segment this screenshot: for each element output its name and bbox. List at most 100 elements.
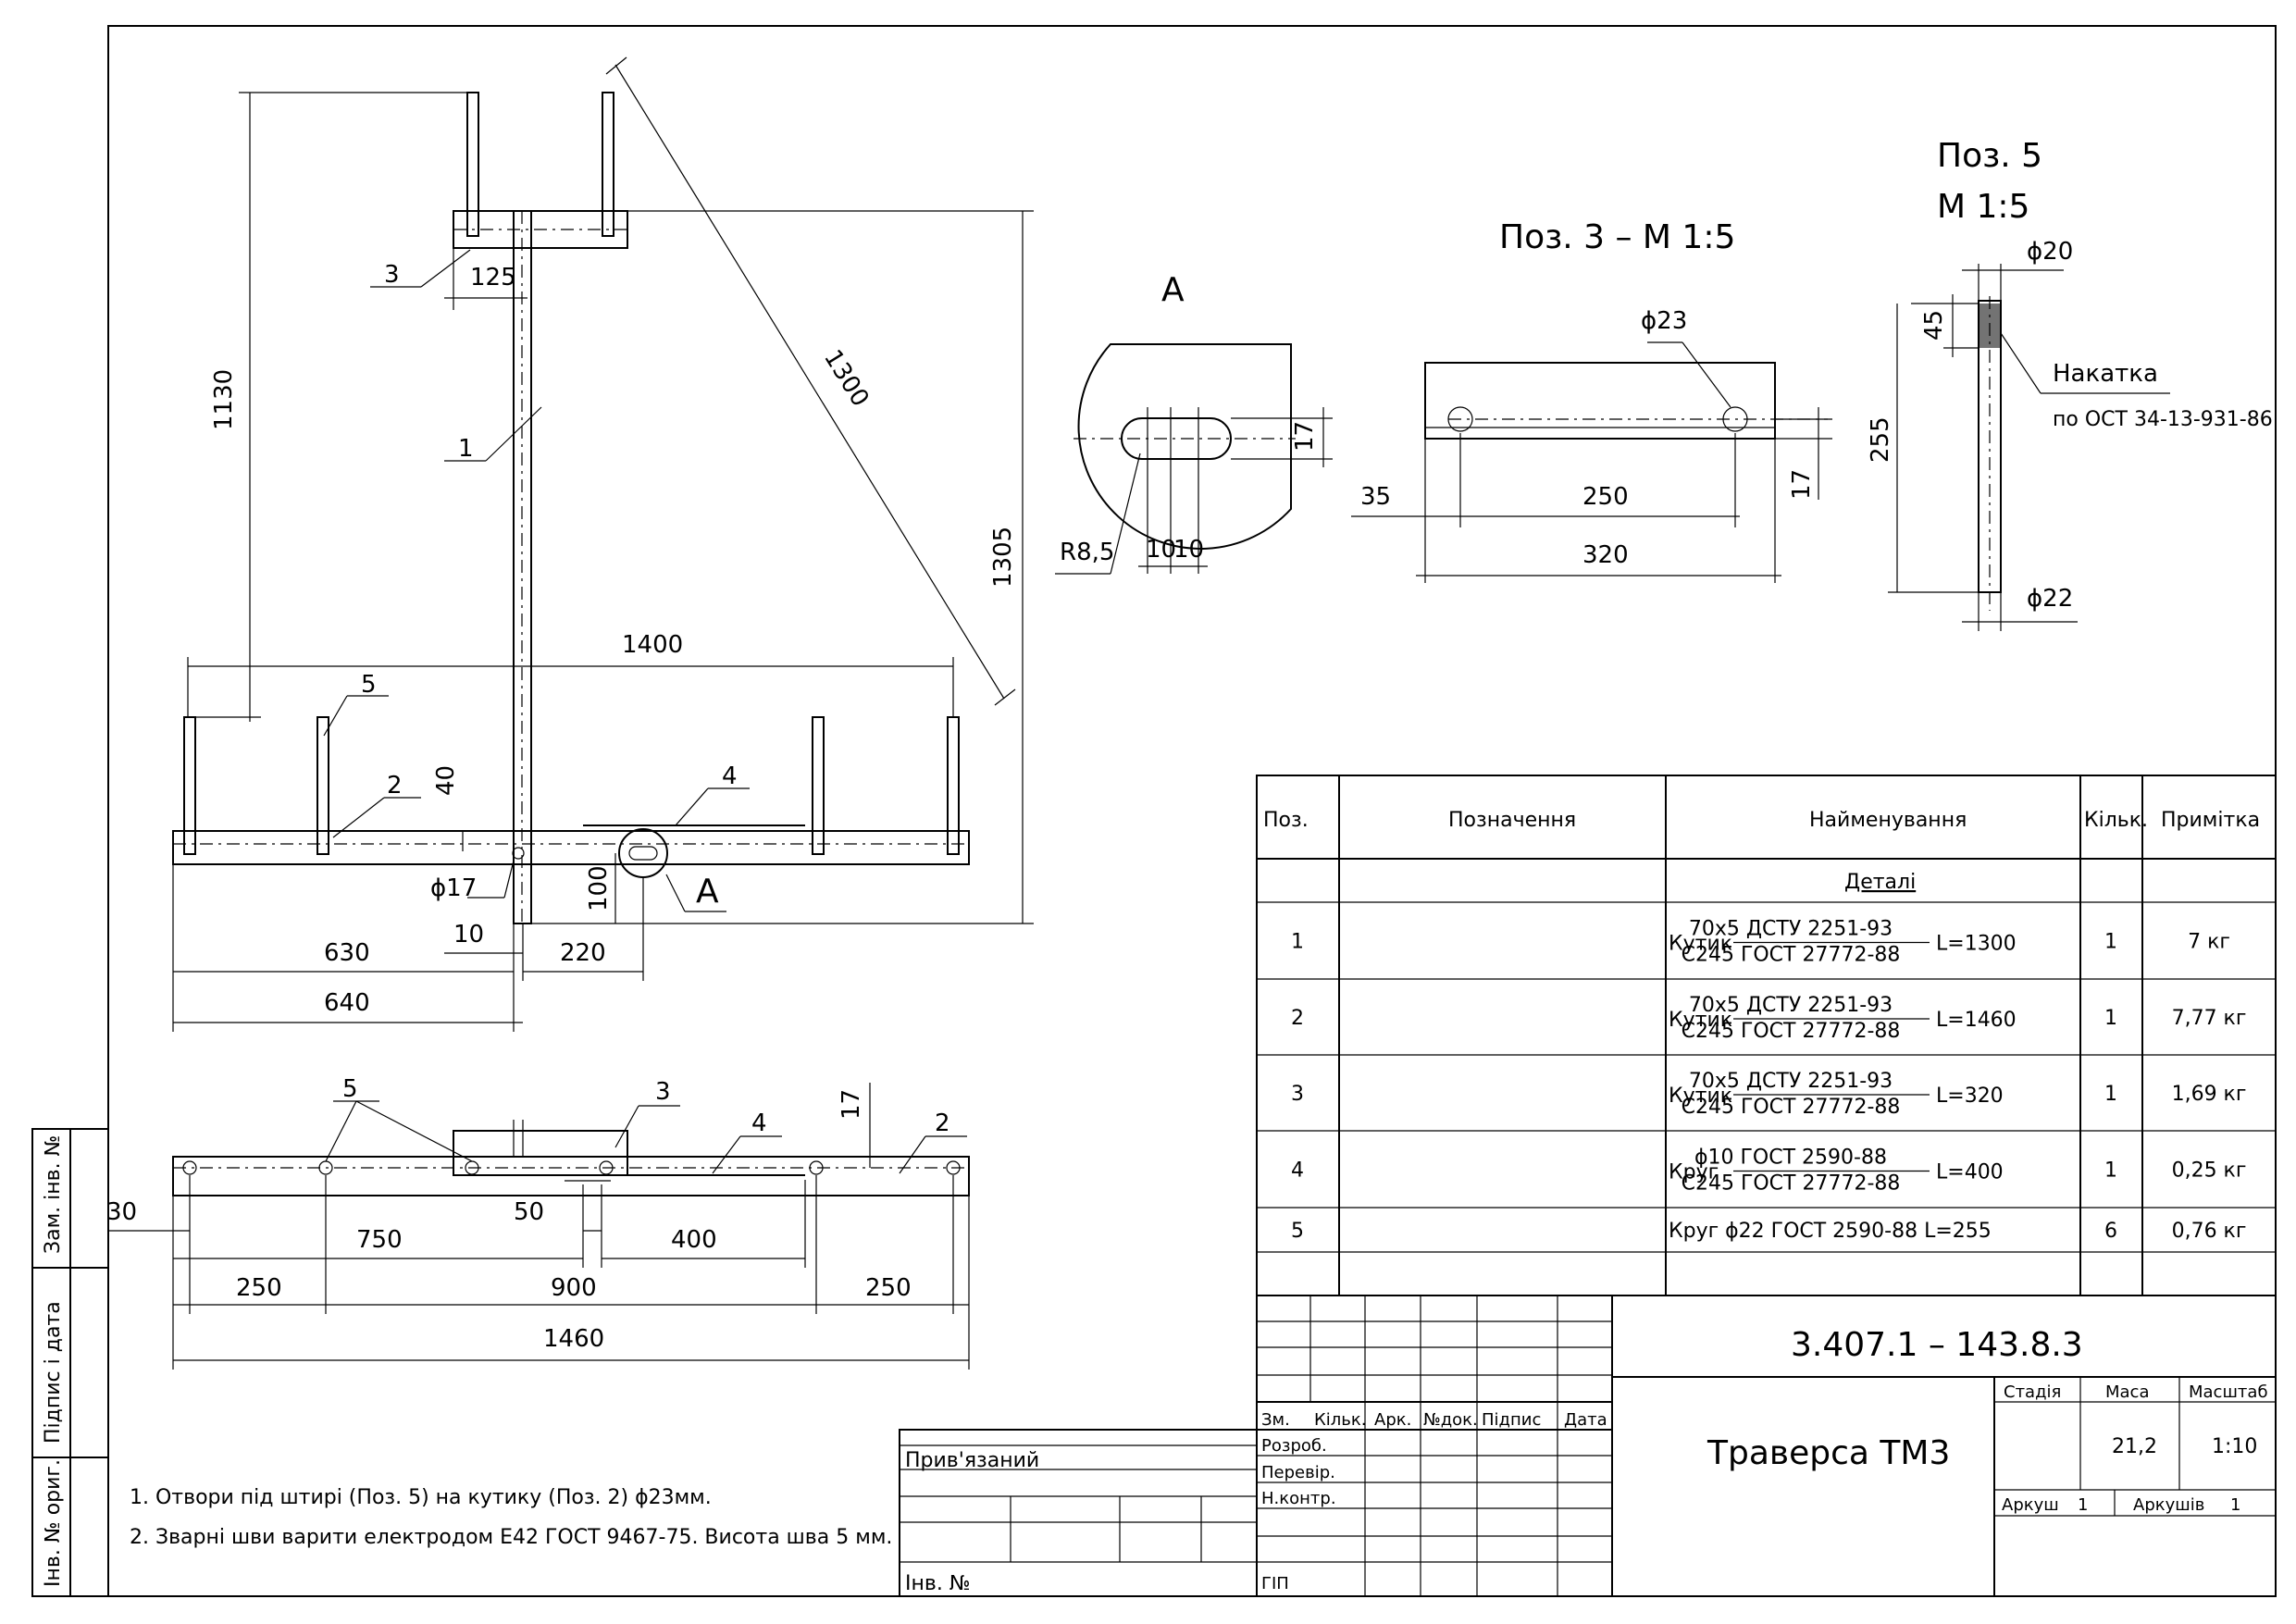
spec-row-len: L=320 — [1936, 1085, 2004, 1108]
side-stamp: Зам. інв. № Підпис і дата Інв. № ориг. — [31, 1128, 109, 1597]
spec-row-note: 1,69 кг — [2172, 1083, 2247, 1106]
detail-a-callout: А — [696, 873, 719, 911]
dim-100: 100 — [585, 865, 613, 911]
spec-row-top: 70х5 ДСТУ 2251-93 — [1689, 994, 1893, 1017]
spec-row-name: Круг ϕ22 ГОСТ 2590-88 L=255 — [1669, 1220, 1992, 1243]
spec-row-name: Кутик — [1669, 933, 1732, 956]
tb-col-zm: Зм. — [1261, 1410, 1290, 1430]
tb-col-data: Дата — [1564, 1410, 1607, 1430]
pos3-dim-17: 17 — [1788, 469, 1816, 500]
spec-row-len: L=1300 — [1936, 933, 2017, 956]
pos5-title: Поз. 5 — [1937, 137, 2042, 175]
notes: 1. Отвори під штирі (Поз. 5) на кутику (… — [130, 1486, 892, 1549]
title-block: Прив'язаний Інв. № Зм. Кільк. Арк. №док.… — [899, 1295, 2277, 1597]
tb-code: 3.407.1 – 143.8.3 — [1791, 1326, 2083, 1364]
spec-row-note: 0,76 кг — [2172, 1220, 2247, 1243]
tb-role-rozrob: Розроб. — [1261, 1436, 1327, 1456]
spec-section: Деталі — [1844, 871, 1916, 894]
detail-a-w1: 10 — [1146, 536, 1176, 564]
spec-row-pos: 1 — [1291, 931, 1304, 954]
spec-row-len: L=400 — [1936, 1161, 2004, 1184]
dim-1130: 1130 — [210, 369, 238, 430]
pos5-detail: Поз. 5 М 1:5 ϕ20 45 255 ϕ22 Накатка по О… — [1867, 137, 2273, 631]
tb-mass-h: Маса — [2105, 1382, 2150, 1402]
tb-inv: Інв. № — [905, 1572, 971, 1595]
side-label-inv: Інв. № ориг. — [42, 1459, 65, 1587]
tb-sheet-no: 1 — [2078, 1495, 2088, 1515]
tb-sheet: Аркуш — [2002, 1495, 2059, 1515]
spec-row-pos: 2 — [1291, 1007, 1304, 1030]
plan-dim-30: 30 — [106, 1198, 137, 1226]
spec-row-top: 70х5 ДСТУ 2251-93 — [1689, 918, 1893, 941]
plan-dim-400: 400 — [671, 1226, 717, 1254]
plan-dim-750: 750 — [356, 1226, 403, 1254]
pos5-dim-d20: ϕ20 — [2027, 238, 2073, 266]
dim-phi17: ϕ17 — [430, 874, 477, 902]
dim-630: 630 — [324, 939, 370, 967]
plan-dim-900: 900 — [551, 1274, 597, 1302]
pos5-scale: М 1:5 — [1937, 188, 2029, 226]
spec-row-qty: 1 — [2104, 1083, 2117, 1106]
tb-scale-h: Масштаб — [2189, 1382, 2268, 1402]
dim-125: 125 — [470, 264, 516, 291]
spec-row-pos: 3 — [1291, 1083, 1304, 1106]
pos3-dim-35: 35 — [1360, 483, 1391, 511]
pos5-dim-d22: ϕ22 — [2027, 585, 2073, 613]
tb-name: Траверса ТМ3 — [1706, 1434, 1950, 1472]
detail-a-radius: R8,5 — [1060, 539, 1114, 566]
tb-role-perevir: Перевір. — [1261, 1463, 1335, 1482]
spec-row-qty: 1 — [2104, 931, 2117, 954]
side-label-pidpys: Підпис і дата — [42, 1301, 65, 1444]
pos-1-label: 1 — [458, 435, 474, 463]
spec-row-name: Кутик — [1669, 1009, 1732, 1032]
spec-row-name: Круг — [1669, 1161, 1719, 1184]
tb-col-dok: №док. — [1423, 1410, 1478, 1430]
plan-dim-1460: 1460 — [543, 1325, 604, 1353]
tb-col-kilk: Кільк. — [1314, 1410, 1367, 1430]
detail-a: А 10 10 17 R8,5 — [1055, 271, 1333, 575]
dim-1305: 1305 — [989, 527, 1017, 588]
tb-sheets-no: 1 — [2230, 1495, 2240, 1515]
plan-dim-50: 50 — [514, 1198, 544, 1226]
plan-pos-5: 5 — [342, 1075, 358, 1103]
tb-role-gip: ГІП — [1261, 1574, 1289, 1593]
spec-row-bottom: С245 ГОСТ 27772-88 — [1682, 1172, 1901, 1196]
pos3-dim-250: 250 — [1582, 483, 1629, 511]
spec-row-note: 7,77 кг — [2172, 1007, 2247, 1030]
tb-col-ark: Арк. — [1374, 1410, 1411, 1430]
spec-row-len: L=1460 — [1936, 1009, 2017, 1032]
tb-sheets: Аркушів — [2133, 1495, 2204, 1515]
spec-row-note: 7 кг — [2188, 931, 2230, 954]
detail-a-title: А — [1161, 271, 1185, 309]
dim-10: 10 — [453, 921, 484, 948]
pos5-knurl-std: по ОСТ 34-13-931-86 — [2053, 408, 2273, 431]
spec-h-qty: Кільк. — [2084, 809, 2148, 832]
spec-row-qty: 1 — [2104, 1159, 2117, 1183]
detail-a-h: 17 — [1291, 421, 1319, 452]
plan-dim-250b: 250 — [865, 1274, 912, 1302]
pos3-dim-320: 320 — [1582, 541, 1629, 569]
pos3-detail: Поз. 3 – М 1:5 ϕ23 35 250 320 17 — [1351, 218, 1832, 583]
plan-pos-2: 2 — [935, 1110, 950, 1137]
tb-stage-h: Стадія — [2004, 1382, 2061, 1402]
spec-row-note: 0,25 кг — [2172, 1159, 2247, 1183]
spec-h-note: Примітка — [2161, 809, 2260, 832]
spec-h-name: Найменування — [1809, 809, 1967, 832]
plan-pos-4: 4 — [751, 1110, 767, 1137]
spec-row-qty: 1 — [2104, 1007, 2117, 1030]
pos5-dim-255: 255 — [1867, 416, 1894, 463]
spec-row-pos: 4 — [1291, 1159, 1304, 1183]
main-elevation-view: 1300 1130 1305 1400 125 40 ϕ17 10 100 — [172, 56, 1034, 1032]
note-1: 1. Отвори під штирі (Поз. 5) на кутику (… — [130, 1486, 712, 1509]
spec-row-bottom: С245 ГОСТ 27772-88 — [1682, 1020, 1901, 1043]
plan-dim-250a: 250 — [236, 1274, 282, 1302]
pos3-title: Поз. 3 – М 1:5 — [1499, 218, 1735, 256]
dim-640: 640 — [324, 989, 370, 1017]
plan-pos-3: 3 — [655, 1078, 671, 1106]
spec-row-bottom: С245 ГОСТ 27772-88 — [1682, 1096, 1901, 1119]
spec-row-top: ϕ10 ГОСТ 2590-88 — [1694, 1147, 1887, 1170]
pos-2-label: 2 — [387, 772, 403, 800]
tb-scale: 1:10 — [2212, 1435, 2257, 1458]
